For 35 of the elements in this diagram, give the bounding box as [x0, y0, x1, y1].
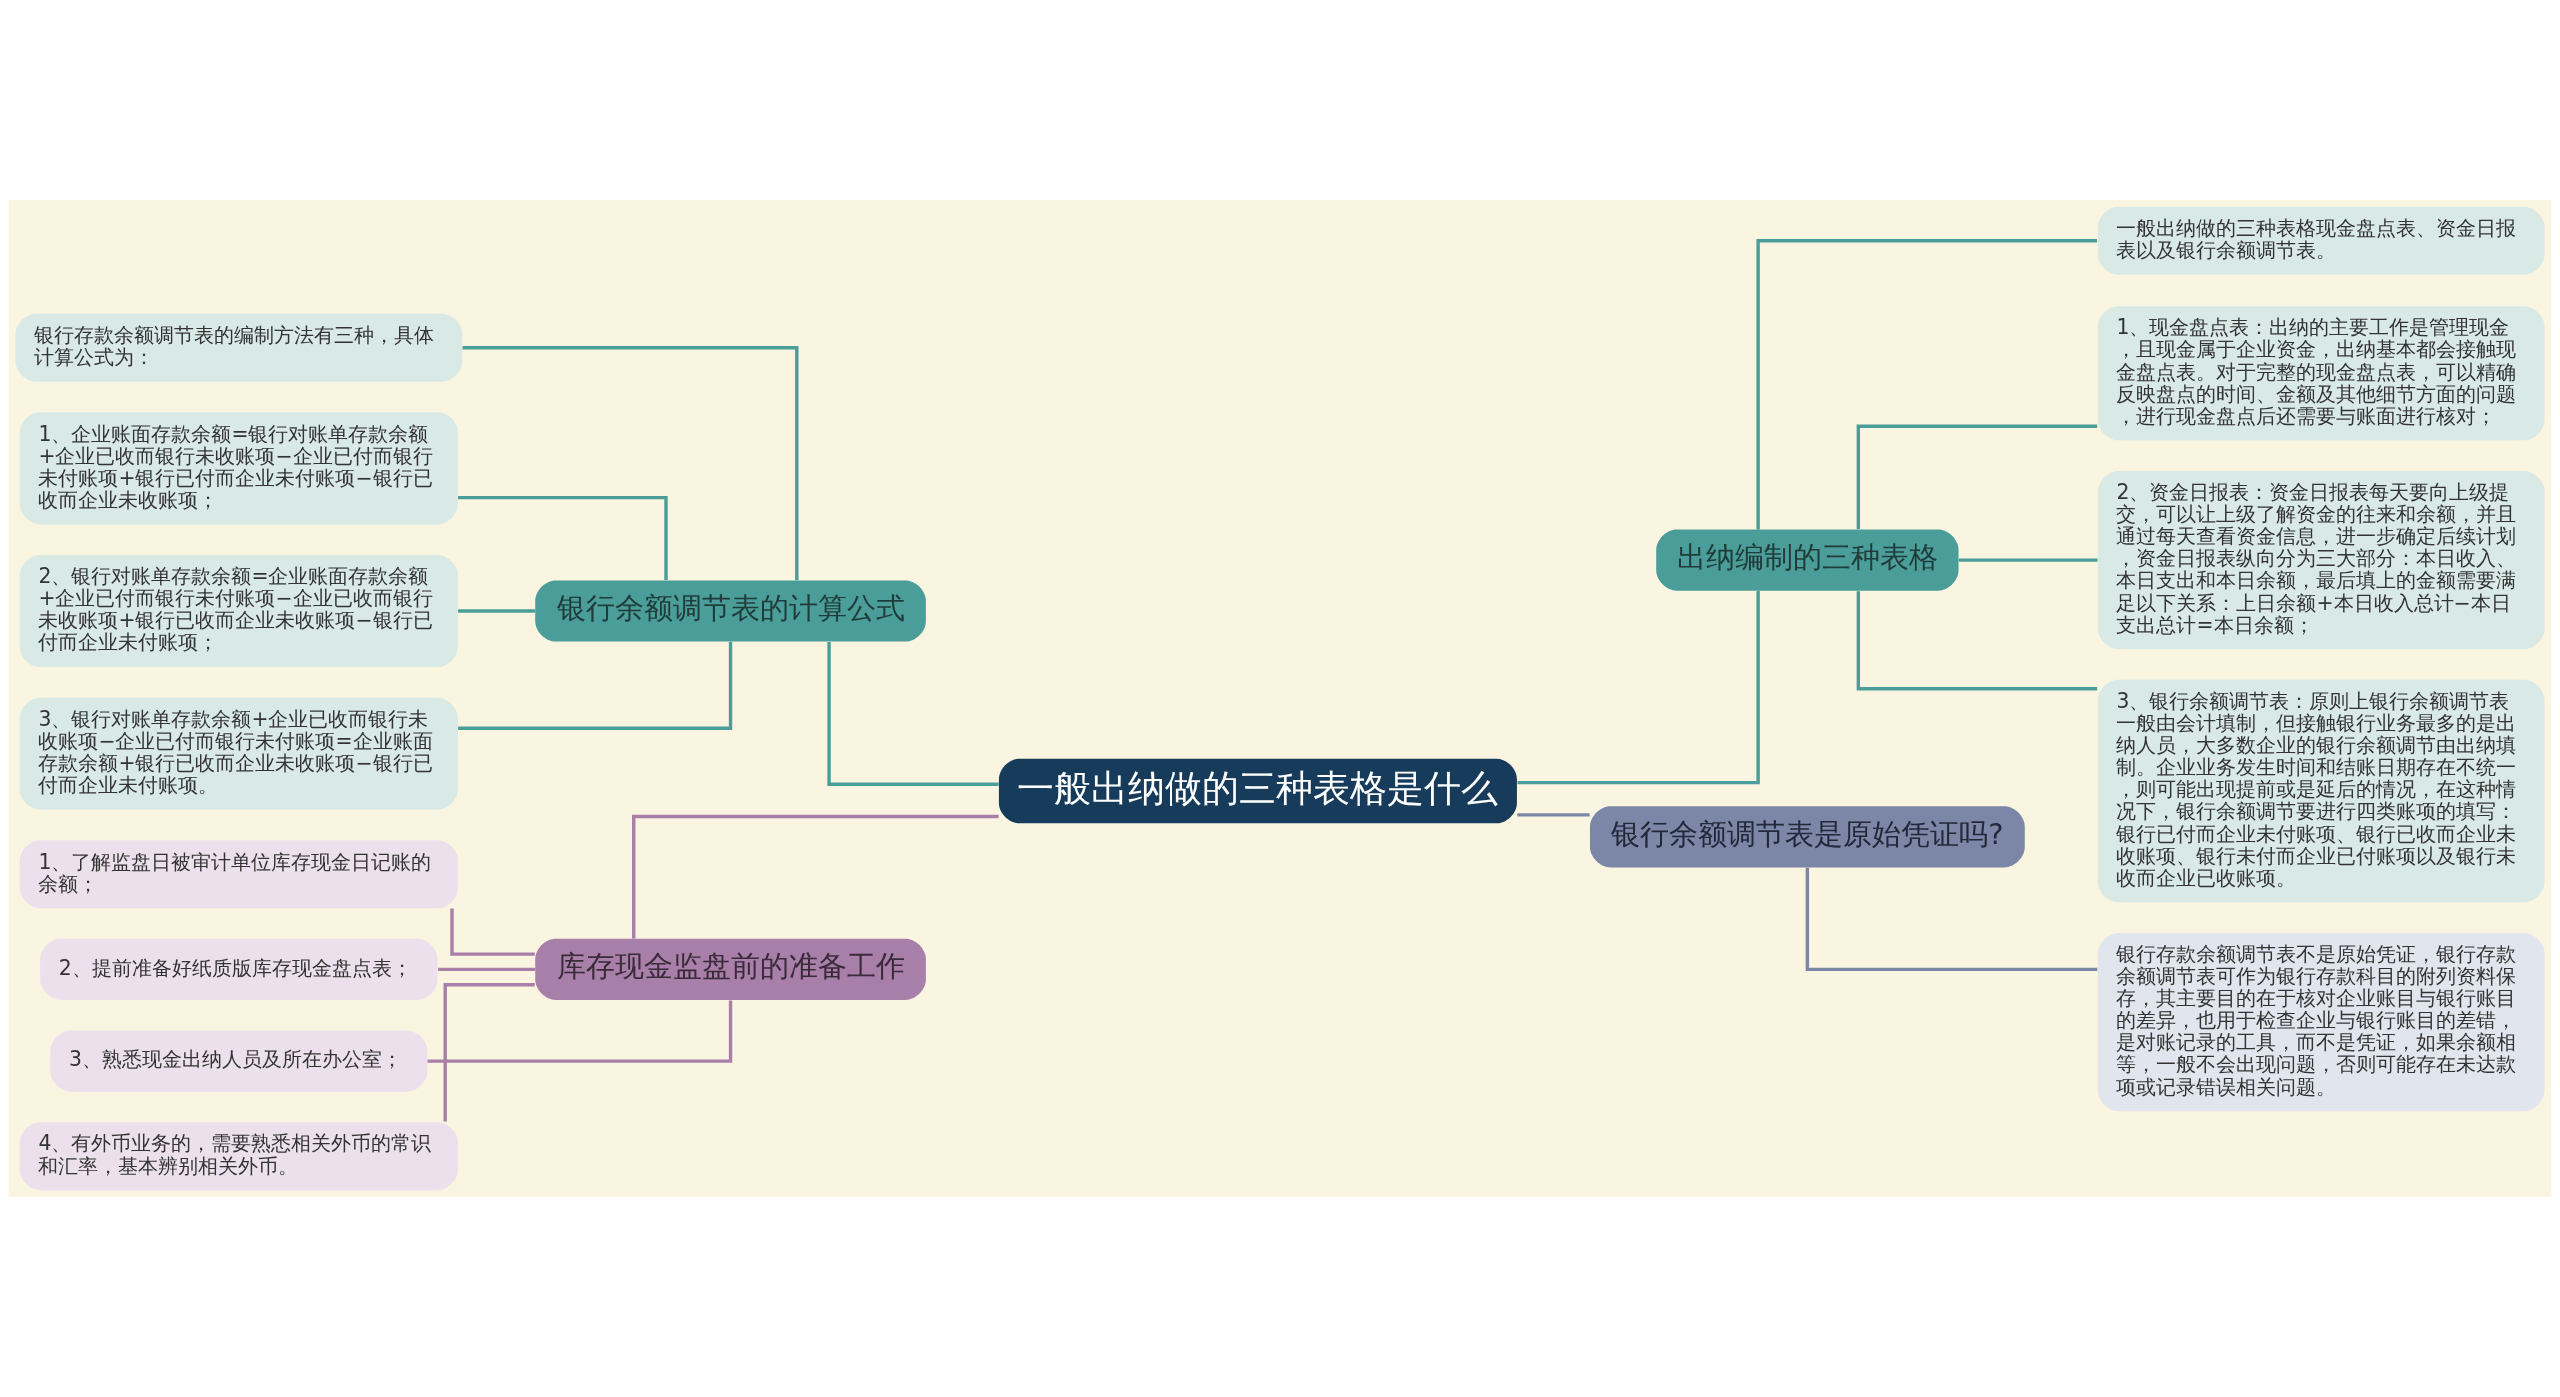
- node-box: 2、银行对账单存款余额=企业账面存款余额+企业已付而银行未付账项−企业已收而银行未收账项+银行已收而企业未收账项−银行已付而企业未付账项；: [19, 555, 458, 668]
- node-box: 银行存款余额调节表的编制方法有三种，具体计算公式为：: [15, 313, 463, 382]
- connector: [1856, 424, 2098, 530]
- node-box: 3、银行余额调节表：原则上银行余额调节表一般由会计填制，但接触银行业务最多的是出纳人员，大多数企业的银行余额调节由出纳填制。企业业务发生时间和结账日期存在不统一，则可能出现提前或是延后的情况，在这种情况下，银行余额调节要进行四类账项的填写：银行已付而企业未付账项、银行已收而企业未收账项、银行未付而企业已付账项以及银行未收而企业已收账项。: [2097, 679, 2545, 903]
- connector: [462, 346, 799, 581]
- connector: [427, 1000, 733, 1063]
- connector: [1856, 591, 2098, 691]
- node-box: 一般出纳做的三种表格是什么: [998, 758, 1517, 824]
- node-box: 出纳编制的三种表格: [1656, 529, 1959, 591]
- connector: [458, 609, 535, 613]
- node-box: 银行余额调节表的计算公式: [535, 580, 926, 642]
- node-box: 2、提前准备好纸质版库存现金盘点表；: [40, 938, 438, 1000]
- node-box: 库存现金监盘前的准备工作: [535, 938, 926, 1000]
- connector: [1517, 813, 1590, 817]
- connector: [632, 814, 999, 939]
- connector: [827, 642, 999, 786]
- connector: [438, 967, 535, 972]
- node-box: 1、现金盘点表：出纳的主要工作是管理现金，且现金属于企业资金，出纳基本都会接触现金盘点表。对于完整的现金盘点表，可以精确反映盘点的时间、金额及其他细节方面的问题，进行现金盘点后还需要与账面进行核对；: [2097, 306, 2545, 441]
- node-box: 3、银行对账单存款余额+企业已收而银行未收账项−企业已付而银行未付账项=企业账面存款余额+银行已收而企业未收账项−银行已付而企业未付账项。: [19, 697, 458, 810]
- connector: [458, 495, 668, 581]
- connector: [443, 983, 535, 1122]
- connector: [1517, 591, 1760, 785]
- connector: [1805, 867, 2098, 972]
- node-box: 1、了解监盘日被审计单位库存现金日记账的余额；: [19, 840, 458, 909]
- connector: [458, 641, 733, 730]
- node-box: 银行存款余额调节表不是原始凭证，银行存款余额调节表可作为银行存款科目的附列资料保存，其主要目的在于核对企业账目与银行账目的差异，也用于检查企业与银行账目的差错，是对账记录的工具，而不是凭证，如果余额相等，一般不会出现问题，否则可能存在未达款项或记录错误相关问题。: [2097, 932, 2545, 1112]
- node-box: 2、资金日报表：资金日报表每天要向上级提交，可以让上级了解资金的往来和余额，并且通过每天查看资金信息，进一步确定后续计划，资金日报表纵向分为三大部分：本日收入、本日支出和本日余额，最后填上的金额需要满足以下关系：上日余额+本日收入总计−本日支出总计=本日余额；: [2097, 470, 2545, 650]
- node-box: 3、熟悉现金出纳人员及所在办公室；: [50, 1030, 428, 1092]
- connector: [1756, 239, 2097, 530]
- connector: [1958, 558, 2098, 562]
- node-box: 一般出纳做的三种表格现金盘点表、资金日报表以及银行余额调节表。: [2097, 206, 2545, 275]
- node-box: 4、有外币业务的，需要熟悉相关外币的常识和汇率，基本辨别相关外币。: [19, 1122, 458, 1191]
- node-box: 1、企业账面存款余额=银行对账单存款余额+企业已收而银行未收账项−企业已付而银行未付账项+银行已付而企业未付账项−银行已收而企业未收账项；: [19, 412, 458, 525]
- node-box: 银行余额调节表是原始凭证吗?: [1589, 806, 2025, 868]
- connector: [450, 908, 535, 956]
